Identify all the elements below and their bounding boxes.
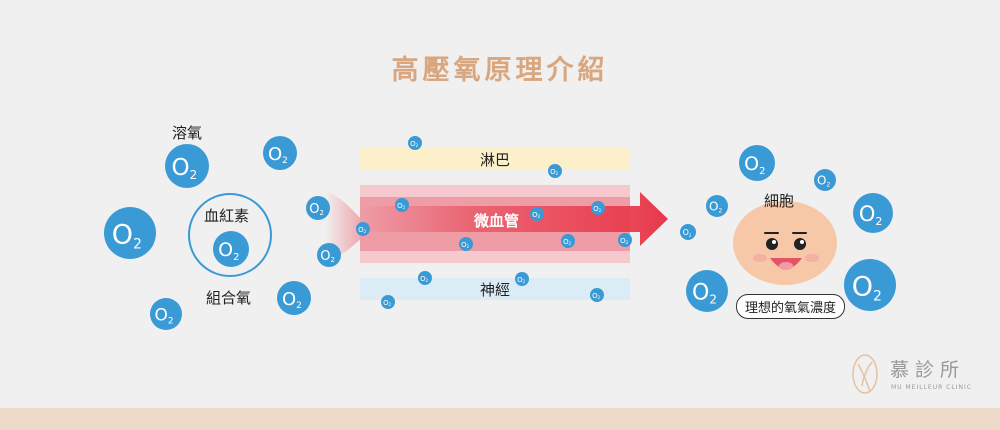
- inflow-gradient: [325, 190, 362, 262]
- oxygen-molecule: O2: [530, 207, 544, 221]
- oxygen-molecule: O2: [213, 231, 249, 267]
- combined-oxygen-label: 組合氧: [206, 289, 252, 307]
- oxygen-molecule: O2: [408, 136, 422, 150]
- oxygen-molecule: O2: [381, 295, 395, 309]
- cell: [733, 201, 837, 285]
- nerve-label: 神經: [480, 281, 511, 299]
- oxygen-molecule: O2: [591, 201, 605, 215]
- oxygen-molecule: O2: [814, 169, 836, 191]
- oxygen-molecule: O2: [306, 196, 330, 220]
- oxygen-molecule-label: O2: [171, 155, 197, 182]
- oxygen-molecule-label: O2: [420, 275, 429, 283]
- cell-label: 細胞: [764, 192, 795, 210]
- oxygen-molecule: O2: [561, 234, 575, 248]
- oxygen-molecule: O2: [618, 233, 632, 247]
- flow-arrow: [362, 192, 668, 246]
- oxygen-molecule-label: O2: [397, 202, 406, 210]
- bottom-band: [0, 408, 1000, 430]
- oxygen-molecule: O2: [263, 136, 297, 170]
- oxygen-molecule: O2: [418, 271, 432, 285]
- oxygen-molecule: O2: [356, 222, 370, 236]
- oxygen-molecule-label: O2: [592, 292, 601, 300]
- oxygen-molecule-label: O2: [593, 205, 602, 213]
- lymph-band: [360, 148, 630, 170]
- oxygen-molecule-label: O2: [532, 211, 541, 219]
- oxygen-molecule-label: O2: [550, 168, 559, 176]
- clinic-logo-mark: [852, 354, 878, 394]
- oxygen-molecule-label: O2: [517, 276, 526, 284]
- oxygen-molecule: O2: [853, 193, 893, 233]
- oxygen-molecule: O2: [548, 164, 562, 178]
- oxygen-molecule: O2: [515, 272, 529, 286]
- hemoglobin-ring: [188, 193, 272, 277]
- lymph-label: 淋巴: [480, 151, 511, 169]
- oxygen-molecule-label: O2: [461, 241, 470, 249]
- oxygen-molecule-label: O2: [358, 226, 367, 234]
- cell-right-cheek: [805, 254, 819, 262]
- oxygen-molecule: O2: [739, 145, 775, 181]
- oxygen-molecule-label: O2: [383, 299, 392, 307]
- oxygen-molecule: O2: [844, 259, 896, 311]
- oxygen-molecule: O2: [150, 298, 182, 330]
- oxygen-molecule: O2: [104, 207, 156, 259]
- capillary-label: 微血管: [474, 212, 520, 230]
- oxygen-molecule: O2: [277, 281, 311, 315]
- hemoglobin-label: 血紅素: [204, 207, 250, 225]
- cell-left-eye: [766, 238, 778, 250]
- dissolved-oxygen-label: 溶氧: [172, 124, 203, 142]
- oxygen-molecule: O2: [706, 195, 728, 217]
- oxygen-molecule: O2: [686, 270, 728, 312]
- cell-left-cheek: [753, 254, 767, 262]
- cell-right-eye: [794, 238, 806, 250]
- oxygen-molecule: O2: [165, 144, 209, 188]
- oxygen-molecule: O2: [395, 198, 409, 212]
- oxygen-molecule: O2: [680, 224, 696, 240]
- clinic-logo-subtitle: MU MEILLEUR CLINIC: [891, 384, 972, 391]
- oxygen-molecule-label: O2: [410, 140, 419, 148]
- oxygen-molecule-label: O2: [620, 237, 629, 245]
- clinic-logo-name: 慕診所: [890, 359, 966, 381]
- page-title: 高壓氧原理介紹: [391, 55, 609, 86]
- oxygen-molecule-label: O2: [563, 238, 572, 246]
- oxygen-molecule: O2: [317, 243, 341, 267]
- oxygen-molecule: O2: [459, 237, 473, 251]
- oxygen-molecule: O2: [590, 288, 604, 302]
- cell-body: [733, 201, 837, 285]
- ideal-concentration-tag: 理想的氧氣濃度: [736, 294, 846, 319]
- oxygen-molecule-label: O2: [683, 228, 692, 238]
